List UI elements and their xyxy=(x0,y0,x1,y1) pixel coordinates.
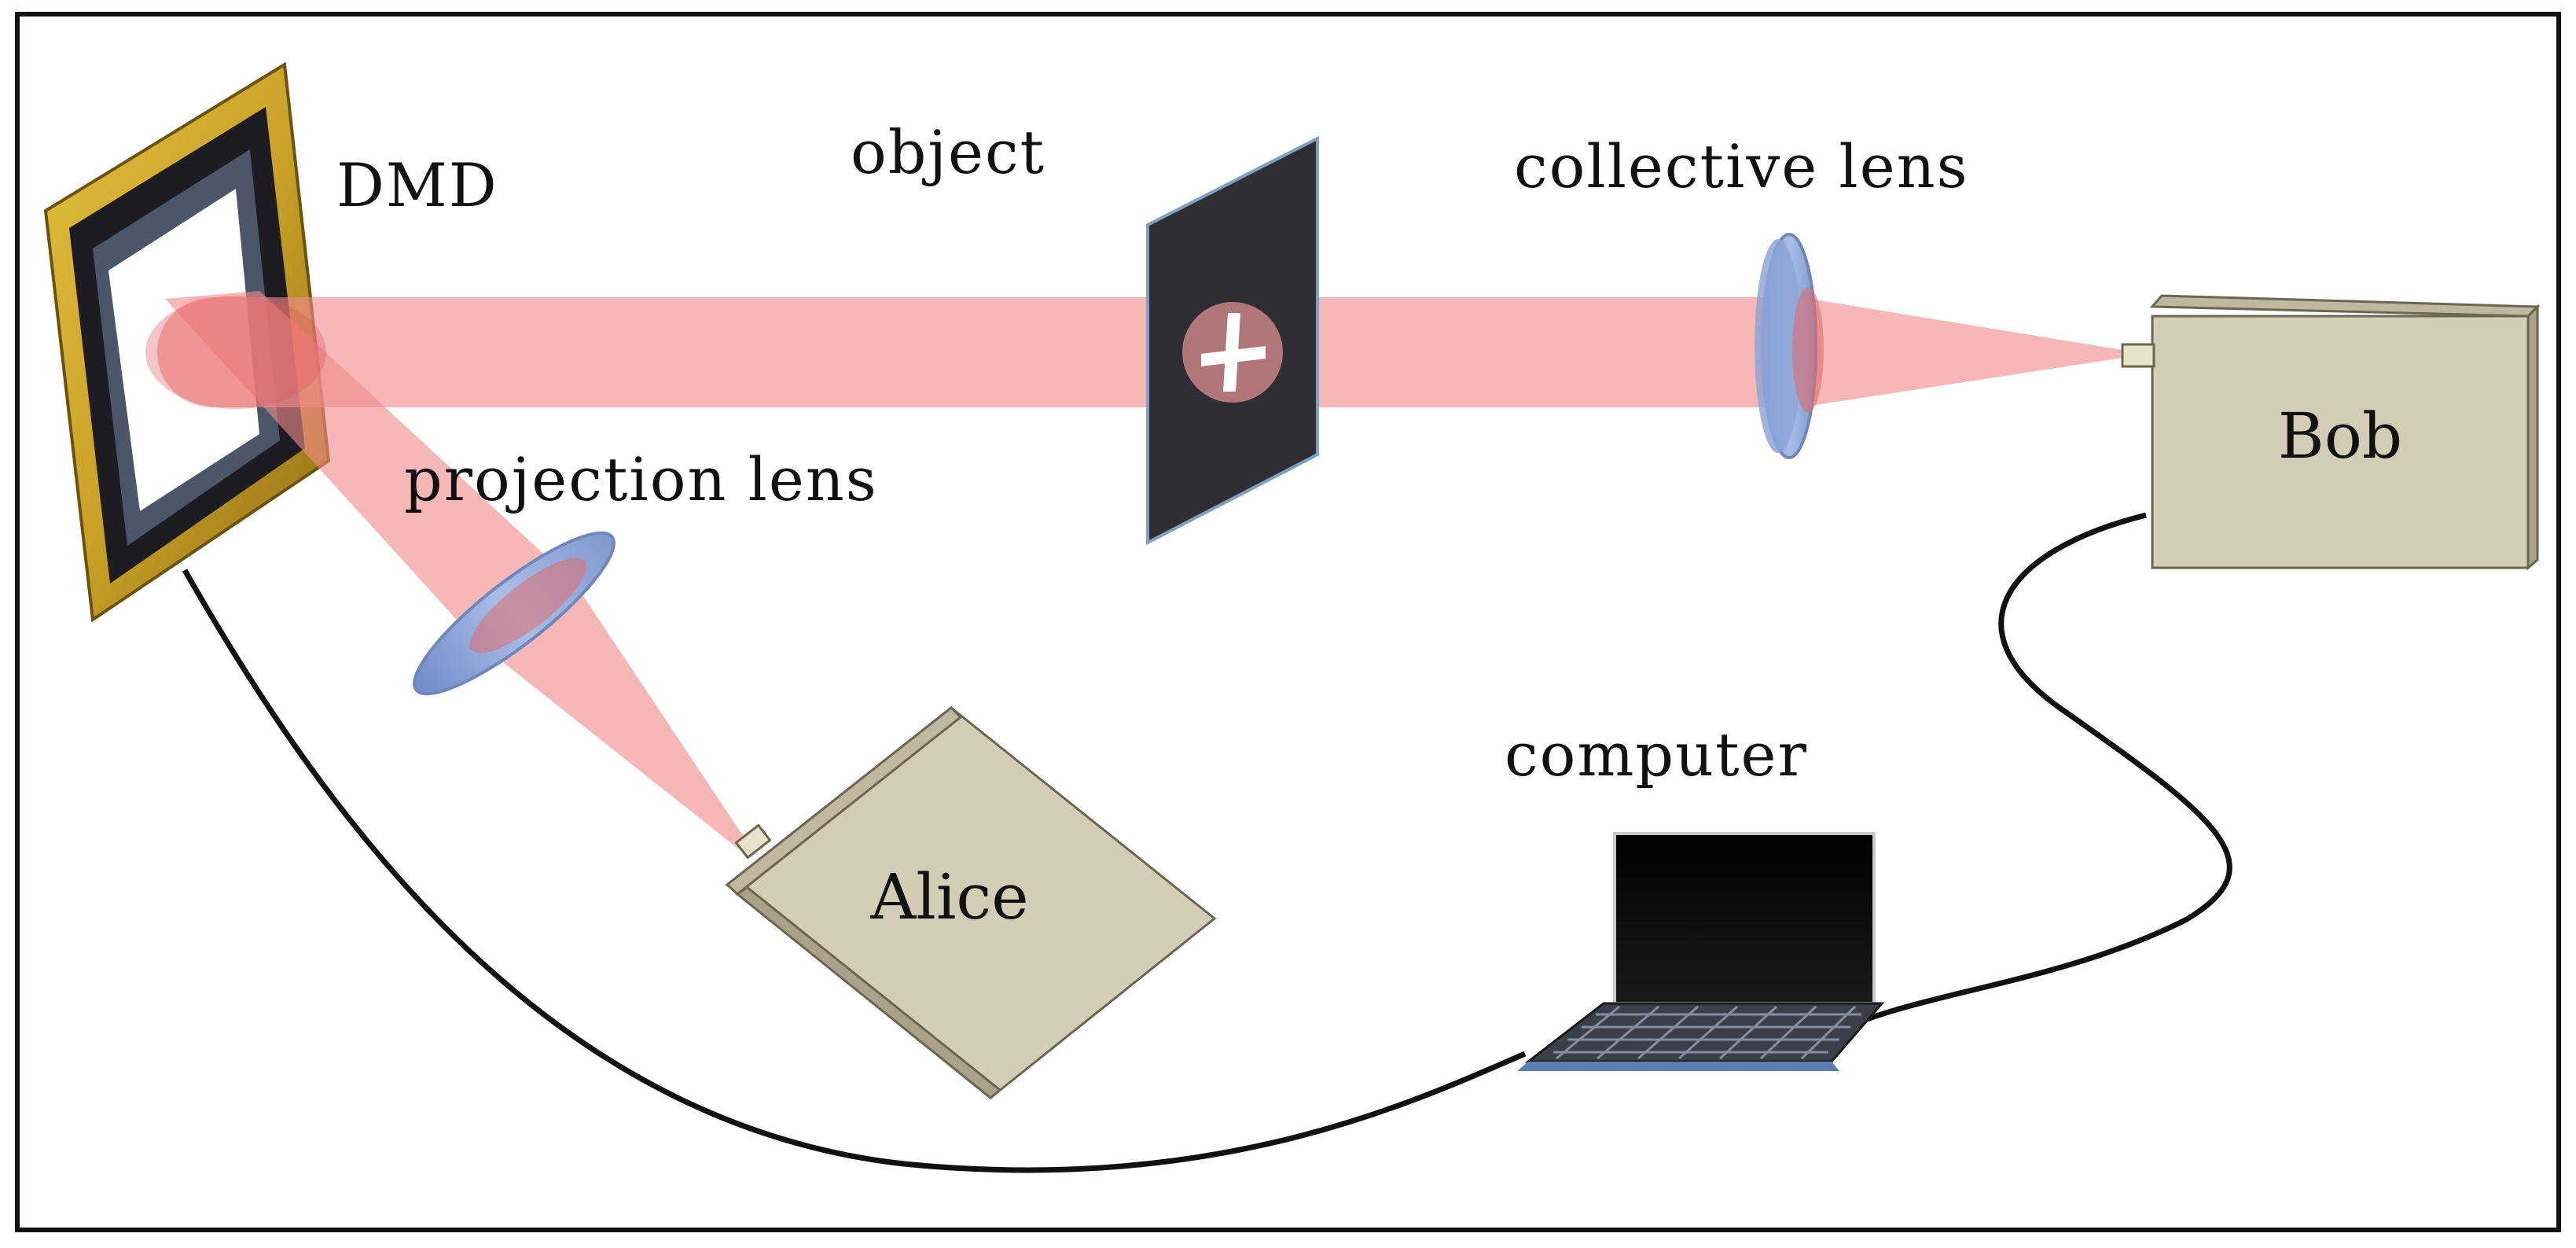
laptop-icon xyxy=(1517,832,1885,1071)
object-label: object xyxy=(851,117,1045,187)
cross-mask-icon xyxy=(1201,313,1266,392)
object-plate xyxy=(1146,135,1319,546)
alice-converging-beam xyxy=(481,582,747,849)
dmd-beam-spot xyxy=(145,296,326,409)
projection-beam xyxy=(165,291,574,645)
projection-lens-label: projection lens xyxy=(404,444,878,514)
alice-label: Alice xyxy=(869,860,1028,933)
bob-converging-beam xyxy=(1800,297,2122,407)
computer-label: computer xyxy=(1505,720,1808,790)
alice-detector: Alice xyxy=(725,705,1217,1099)
cable-dmd-computer xyxy=(182,569,1527,1173)
cable-bob-computer xyxy=(1838,512,2232,1033)
collective-lens-label: collective lens xyxy=(1514,131,1969,201)
projection-lens xyxy=(413,531,616,696)
alice-input-port xyxy=(734,823,772,860)
collective-lens xyxy=(1755,233,1824,459)
bob-label: Bob xyxy=(2278,399,2402,473)
main-beam xyxy=(157,297,1800,407)
dmd-label: DMD xyxy=(336,150,498,220)
bob-detector: Bob xyxy=(2121,294,2541,571)
bob-input-port xyxy=(2121,343,2155,368)
